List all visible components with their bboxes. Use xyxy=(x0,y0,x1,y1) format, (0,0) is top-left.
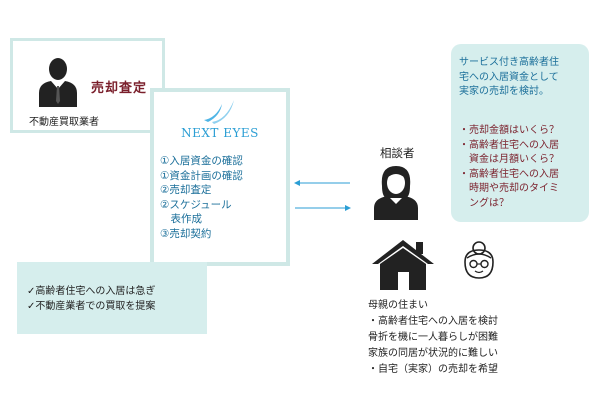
mother-line: 家族の同居が状況的に難しい xyxy=(368,348,498,359)
mother-line: ・高齢者住宅への入居を検討 xyxy=(368,316,498,327)
house-icon xyxy=(372,240,434,290)
mother-line: 骨折を機に一人暮らしが困難 xyxy=(368,332,498,343)
consultant-person-icon xyxy=(374,166,418,220)
speech-intro-line: サービス付き高齢者住 xyxy=(459,57,559,68)
step-item: 表作成 xyxy=(160,213,202,225)
step-item: ②売却査定 xyxy=(160,184,212,196)
speech-question: ・高齢者住宅への入居 xyxy=(459,168,559,180)
proposal-note-box: ✓高齢者住宅への入居は急ぎ ✓不動産業者での買取を提案 xyxy=(17,262,207,334)
next-eyes-steps: ①入居資金の確認 ①資金計画の確認 ②売却査定 ②スケジュール 表作成 ③売却契… xyxy=(160,154,288,241)
next-eyes-logo-icon xyxy=(204,100,234,124)
step-item: ②スケジュール xyxy=(160,198,232,211)
appraisal-title: 売却査定 xyxy=(91,81,148,96)
next-eyes-box: NEXT EYES ①入居資金の確認 ①資金計画の確認 ②売却査定 ②スケジュー… xyxy=(150,88,290,266)
speech-questions: ・売却金額はいくら？ ・高齢者住宅への入居 資金は月額いくら？ ・高齢者住宅への… xyxy=(459,124,585,211)
speech-question: ・高齢者住宅への入居 xyxy=(459,139,559,151)
consultant-label: 相談者 xyxy=(380,146,415,160)
mother-line: ・自宅（実家）の売却を希望 xyxy=(368,364,498,375)
speech-question: 時期や売却のタイミ xyxy=(459,183,559,194)
mother-line: 母親の住まい xyxy=(368,300,428,311)
buyer-person-icon xyxy=(39,58,77,107)
speech-question: ・売却金額はいくら？ xyxy=(459,125,559,136)
speech-question: ングは？ xyxy=(459,197,509,209)
step-item: ①資金計画の確認 xyxy=(160,169,243,182)
next-eyes-brand: NEXT EYES xyxy=(181,126,259,140)
note-item: ✓不動産業者での買取を提案 xyxy=(27,301,156,312)
consultation-speech-box: サービス付き高齢者住 宅への入居資金として 実家の売却を検討。 ・売却金額はいく… xyxy=(451,44,589,222)
note-item: ✓高齢者住宅への入居は急ぎ xyxy=(27,286,156,297)
step-item: ①入居資金の確認 xyxy=(160,155,243,167)
elderly-woman-icon xyxy=(464,241,494,279)
mother-residence-text: 母親の住まい ・高齢者住宅への入居を検討 骨折を機に一人暮らしが困難 家族の同居… xyxy=(368,298,498,378)
appraisal-box: 売却査定 不動産買取業者 xyxy=(10,38,165,133)
appraisal-caption: 不動産買取業者 xyxy=(29,117,99,128)
speech-question: 資金は月額いくら？ xyxy=(459,154,559,165)
speech-intro: サービス付き高齢者住 宅への入居資金として 実家の売却を検討。 xyxy=(459,56,583,100)
speech-intro-line: 宅への入居資金として xyxy=(459,71,559,83)
speech-intro-line: 実家の売却を検討。 xyxy=(459,86,549,97)
step-item: ③売却契約 xyxy=(160,227,212,240)
